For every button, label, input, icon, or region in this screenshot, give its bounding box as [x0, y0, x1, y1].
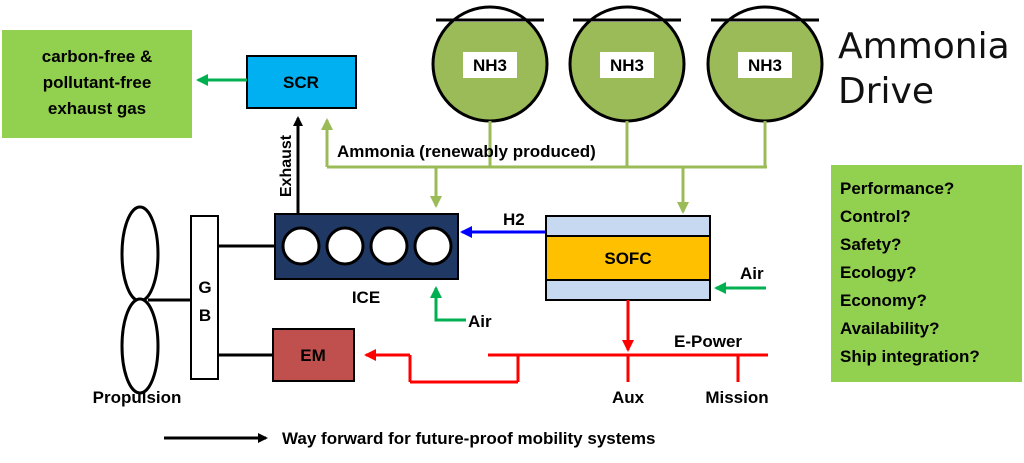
question-item: Availability?: [840, 319, 940, 338]
question-item: Ship integration?: [840, 347, 980, 366]
sofc-air-label: Air: [740, 264, 764, 283]
ammonia-label: Ammonia (renewably produced): [337, 142, 596, 161]
legend-label: Way forward for future-proof mobility sy…: [282, 429, 655, 448]
title-line1: Ammonia: [838, 26, 1010, 67]
e-power-bus: [364, 349, 768, 384]
propulsion-label: Propulsion: [93, 388, 182, 407]
em-box: [272, 328, 355, 382]
exhaust-result-line3: exhaust gas: [48, 99, 146, 118]
exhaust-result-box: [2, 30, 192, 138]
exhaust-label: Exhaust: [278, 134, 295, 197]
em-label: EM: [300, 346, 326, 365]
question-item: Performance?: [840, 179, 954, 198]
sofc-label: SOFC: [604, 249, 651, 268]
exhaust-result-line1: carbon-free &: [42, 47, 153, 66]
mission-label: Mission: [705, 388, 768, 407]
aux-label: Aux: [612, 388, 645, 407]
nh3-tank-2: NH3: [568, 5, 686, 123]
question-item: Ecology?: [840, 263, 917, 282]
tank-label: NH3: [610, 56, 644, 75]
e-power-label: E-Power: [674, 332, 742, 351]
question-item: Economy?: [840, 291, 927, 310]
question-item: Safety?: [840, 235, 901, 254]
nh3-tank-1: NH3: [431, 5, 549, 123]
h2-label: H2: [503, 210, 525, 229]
ice-air-arrow: [430, 286, 466, 322]
scr-label: SCR: [283, 73, 319, 92]
nh3-tank-3: NH3: [706, 5, 824, 123]
questions-box: [831, 165, 1022, 382]
ice-label: ICE: [352, 288, 380, 307]
question-item: Control?: [840, 207, 911, 226]
tank-label: NH3: [473, 56, 507, 75]
sofc-stack: [545, 215, 711, 301]
ice-air-label: Air: [468, 312, 492, 331]
questions-list: Performance? Control? Safety? Ecology? E…: [840, 179, 980, 366]
scr-box: [246, 55, 357, 109]
exhaust-result-line2: pollutant-free: [43, 73, 152, 92]
ammonia-supply-lines: [321, 118, 767, 214]
gearbox-b: B: [199, 306, 211, 325]
ice-engine: [274, 213, 459, 280]
title-line2: Drive: [838, 71, 934, 112]
gearbox-g: G: [198, 278, 211, 297]
propeller-icon: [120, 205, 160, 395]
tank-label: NH3: [748, 56, 782, 75]
gearbox: [190, 215, 219, 380]
